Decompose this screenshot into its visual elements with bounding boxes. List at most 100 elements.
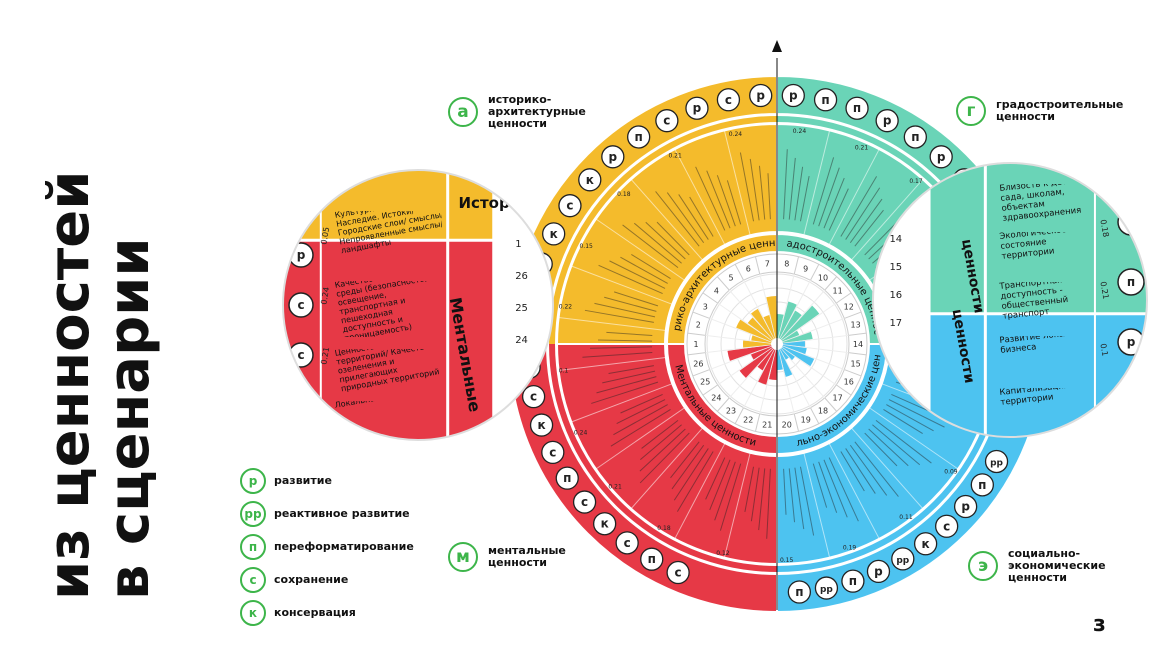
segment-divider [828,148,880,246]
strategy-badge-letter: п [795,585,803,599]
text-line [812,157,835,225]
segment-text-lines [840,441,899,497]
rose-bar [781,346,815,367]
segment-number: 25 [700,378,710,387]
lens-item-text: Локальная идентичность [334,401,442,410]
category-badge: а [448,97,478,127]
strategy-badge-letter: п [978,478,986,492]
strategy-badge-letter: р [937,150,946,164]
lens-number: 24 [515,335,528,346]
category-mental: м ментальные ценности [448,542,566,572]
rose-bar [750,346,773,360]
lens-item: Экологическое состояние территории [999,232,1067,262]
rose-bar [763,315,776,339]
number-divider [824,276,838,291]
strategy-badge-icon [781,83,805,108]
weight-label: 0.15 [579,243,593,250]
text-line [705,457,726,500]
segment-number: 21 [762,420,772,429]
weight-label: 0.12 [716,550,730,557]
category-badge: м [448,542,478,572]
text-line [639,432,690,484]
text-line [854,209,884,247]
strategy-badge-icon [814,576,839,600]
strategy-badge-letter: к [922,537,930,551]
category-badge: э [968,551,998,581]
text-line [840,451,865,492]
strategy-badge-letter: с [297,348,304,362]
strategy-badge-icon [875,109,899,133]
rose-divider [709,345,772,370]
number-divider [716,397,730,412]
rose-bar [782,344,807,355]
category-label: градостроительные ценности [996,98,1124,123]
text-line [676,451,714,512]
number-divider [702,384,719,396]
text-line [706,170,731,229]
text-line [598,339,653,342]
rose-bar [768,349,777,380]
number-divider [716,276,730,291]
segment-number: 24 [711,394,721,403]
rose-bar [778,349,793,377]
text-line [794,467,805,530]
text-line [788,157,796,220]
segment-text-lines [840,176,884,247]
lens-item: Качество городской среды (безопасность, … [334,281,428,337]
strategy-badge-icon [627,125,651,149]
segment-number: 19 [801,416,811,425]
lens-item: Локальная идентичность [334,401,442,410]
text-line [818,461,838,513]
text-line [670,441,700,479]
rose-divider [728,348,774,399]
segment-divider [674,442,726,540]
strategy-badge-icon [787,580,812,604]
text-line [582,352,653,358]
rose-divider [780,348,826,399]
strategy-badge-letter: к [586,173,594,187]
strategy-badge-letter: р [874,564,883,578]
lens-item-text: Транспортная доступность - общественный … [999,282,1069,322]
segment-text-lines [883,393,956,435]
strategy-badge-icon [935,514,959,538]
segment-text-lines [783,466,815,536]
strategy-badge-letter: с [624,536,631,550]
segment-divider [723,130,751,236]
text-line [604,296,657,312]
text-line [812,463,828,508]
strategy-badge-letter: п [853,101,861,115]
number-divider [835,384,852,396]
rose-bar [779,310,802,340]
rose-divider [743,349,775,408]
category-label: ментальные ценности [488,544,566,569]
number-divider [734,264,744,281]
rose-divider [717,302,773,342]
text-line [656,221,690,256]
segment-number: 6 [746,264,751,273]
lens-item-text: Качество городской среды (безопасность, … [334,281,428,337]
text-line [608,365,654,375]
rose-divider [782,334,849,344]
segment-divider [571,383,673,423]
number-divider [793,413,800,432]
category-badge: г [956,96,986,126]
segment-text-lines [655,191,714,247]
quadrant-text-band [555,343,778,566]
rose-divider [781,302,837,342]
strategy-badge-letter: к [550,227,558,241]
lens-item: Транспортная доступность - общественный … [999,282,1069,322]
text-line [888,399,945,428]
strategy-badge-letter: п [849,574,857,588]
number-divider [692,369,710,377]
rose-divider [759,273,777,339]
number-divider [754,256,761,275]
rose-divider [782,318,845,343]
legend-badge: рр [240,500,266,527]
text-line [613,404,668,436]
lens-rim [872,162,1148,438]
lens-item-text: Капитализация территории [999,388,1070,408]
weight-label: 0.09 [944,468,958,475]
strategy-badge-icon [866,559,891,584]
segment-divider [850,427,924,510]
weight-label: 0.24 [574,429,588,436]
